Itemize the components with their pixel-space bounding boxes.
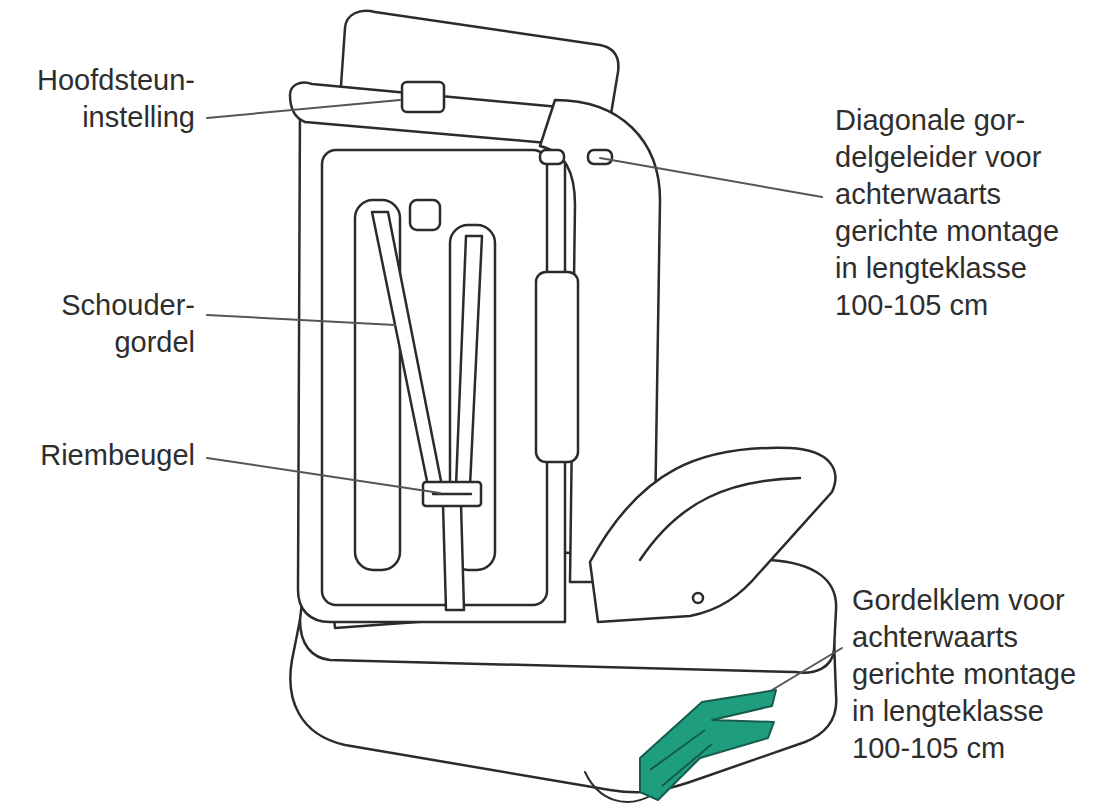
strap-bracket — [423, 482, 481, 506]
leader-line — [207, 315, 395, 325]
seat-back-shell — [298, 100, 565, 622]
seat-cushion-inner — [640, 478, 800, 560]
belt-clip — [640, 690, 776, 800]
leader-line — [600, 158, 822, 197]
part-label: Schouder- gordel — [61, 287, 195, 361]
part-label: Hoofdsteun- instelling — [37, 62, 195, 136]
top-beam — [290, 83, 570, 145]
leader-line — [772, 648, 842, 690]
belt-clip-fold — [650, 730, 712, 786]
headrest-adjuster — [402, 82, 444, 112]
pivot-dot — [693, 593, 703, 603]
belt-guide-slot — [540, 150, 564, 164]
shoulder-strap — [372, 212, 442, 486]
shoulder-strap — [456, 236, 482, 486]
belt-guide-slot — [588, 150, 612, 164]
part-label: Diagonale gor- delgeleider voor achterwa… — [835, 102, 1059, 324]
part-label: Riembeugel — [40, 437, 195, 474]
side-cushion — [536, 272, 578, 462]
slot-connector — [410, 200, 440, 230]
back-panel — [322, 150, 547, 605]
seat-cushion-wing — [590, 448, 835, 622]
crotch-strap — [443, 504, 464, 610]
leader-line — [207, 100, 400, 118]
leader-line — [207, 458, 440, 493]
part-label: Gordelklem voor achterwaarts gerichte mo… — [852, 582, 1076, 767]
